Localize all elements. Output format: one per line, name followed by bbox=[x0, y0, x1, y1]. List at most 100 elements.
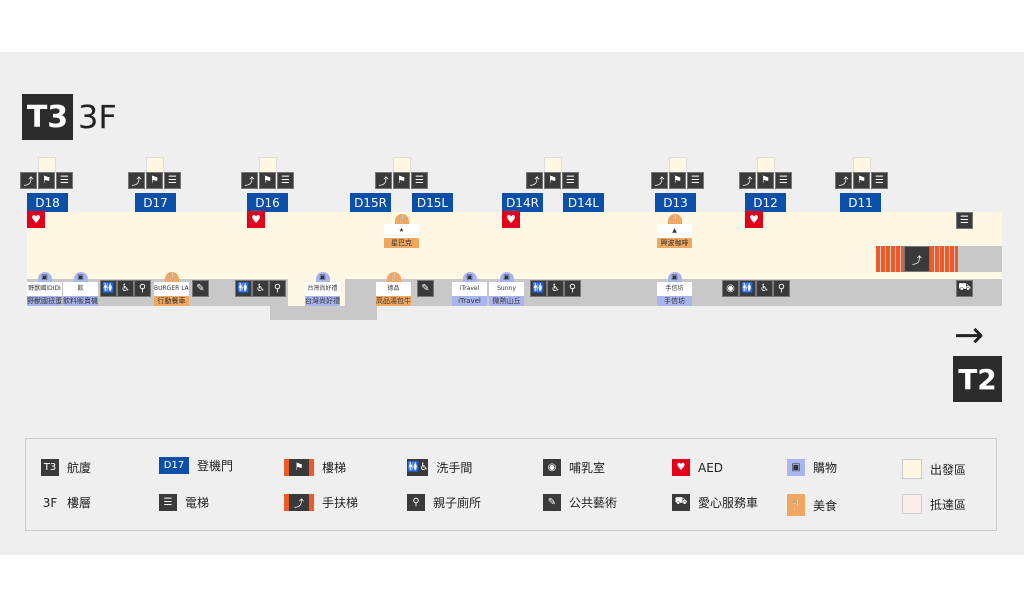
gate-d17[interactable]: D17 bbox=[135, 193, 176, 212]
family-restroom-icon[interactable]: ⚲ bbox=[134, 280, 151, 297]
stair-shaft bbox=[146, 157, 164, 173]
restroom-icon[interactable]: 🚻 bbox=[100, 280, 117, 297]
elevator-icon: ☰ bbox=[56, 172, 73, 189]
legend-item-restroom: 🚻♿洗手間 bbox=[407, 459, 472, 476]
stair-shaft bbox=[259, 157, 277, 173]
shop-logo: ▲ bbox=[657, 224, 692, 238]
shop-name: 手信坊 bbox=[657, 296, 692, 306]
restaurant-0[interactable]: 🍴★星巴克 bbox=[384, 214, 419, 248]
shop-5[interactable]: ▣手信坊手信坊 bbox=[657, 272, 692, 306]
family-restroom-icon: ⚲ bbox=[407, 494, 425, 511]
shop-logo: 飲 bbox=[63, 282, 98, 296]
restaurant-1[interactable]: 🍴▲興波咖啡 bbox=[657, 214, 692, 248]
shop-logo: 德品 bbox=[376, 282, 411, 296]
legend-label: 樓層 bbox=[67, 496, 92, 510]
shop-name: 星巴克 bbox=[384, 238, 419, 248]
legend-item-family-restroom: ⚲親子廁所 bbox=[407, 494, 481, 511]
legend-label: 公共藝術 bbox=[569, 496, 618, 510]
elevator-icon: ☰ bbox=[775, 172, 792, 189]
legend-label: 樓梯 bbox=[322, 461, 347, 475]
family-restroom-icon[interactable]: ⚲ bbox=[773, 280, 790, 297]
stairs-icon: ⚑ bbox=[38, 172, 55, 189]
gate-d18[interactable]: D18 bbox=[27, 193, 68, 212]
shop-2[interactable]: ▣台灣尚好禮台灣尚好禮 bbox=[305, 272, 340, 306]
nursing-room-icon[interactable]: ◉ bbox=[722, 280, 739, 297]
elevator-icon: ☰ bbox=[277, 172, 294, 189]
shop-name: 高品湯包牛肉麵 bbox=[376, 296, 411, 306]
accessible-restroom-icon[interactable]: ♿ bbox=[117, 280, 134, 297]
shop-name: iTravel bbox=[452, 296, 487, 306]
legend-item-service-car: ⛟愛心服務車 bbox=[672, 494, 758, 511]
stairs-icon: ⚑ bbox=[669, 172, 686, 189]
t3-icon: T3 bbox=[41, 459, 59, 476]
gate-d15r[interactable]: D15R bbox=[350, 193, 391, 212]
legend-label: 愛心服務車 bbox=[698, 496, 759, 510]
public-art-icon[interactable]: ✎ bbox=[417, 280, 434, 297]
gate-d13[interactable]: D13 bbox=[655, 193, 696, 212]
gate-d12[interactable]: D12 bbox=[745, 193, 786, 212]
elevator-icon: ☰ bbox=[159, 494, 177, 511]
aed-icon[interactable]: ♥ bbox=[745, 211, 763, 228]
escalator-icon: ⤴ bbox=[128, 172, 145, 189]
nursing-icon: ◉ bbox=[543, 459, 561, 476]
legend-label: 登機門 bbox=[197, 459, 234, 473]
shop-1[interactable]: ▣飲飲料販賣機 bbox=[63, 272, 98, 306]
legend-label: 抵達區 bbox=[930, 497, 967, 512]
stairs-icon: ⚑ bbox=[853, 172, 870, 189]
escalator-icon: ⤴ bbox=[375, 172, 392, 189]
family-restroom-icon[interactable]: ⚲ bbox=[564, 280, 581, 297]
legend-item-departure: 出發區 bbox=[902, 459, 966, 479]
public-art-icon[interactable]: ✎ bbox=[192, 280, 209, 297]
legend-item-arrival: 抵達區 bbox=[902, 494, 966, 514]
accessible-restroom-icon[interactable]: ♿ bbox=[252, 280, 269, 297]
legend-item-shopping: ▣購物 bbox=[787, 459, 837, 476]
stair-shaft bbox=[669, 157, 687, 173]
stair-shaft bbox=[393, 157, 411, 173]
elevator-icon: ☰ bbox=[687, 172, 704, 189]
shop-logo: Sunny bbox=[489, 282, 524, 296]
gate-d15l[interactable]: D15L bbox=[412, 193, 453, 212]
gate-d14l[interactable]: D14L bbox=[563, 193, 604, 212]
escalator-icon: ⤴ bbox=[241, 172, 258, 189]
terminal-badge: T3 bbox=[22, 94, 73, 140]
restaurant-2[interactable]: 🍴BURGER LAND行動餐車 bbox=[154, 272, 189, 306]
restaurant-3[interactable]: 🍴德品高品湯包牛肉麵 bbox=[376, 272, 411, 306]
aed-icon[interactable]: ♥ bbox=[502, 211, 520, 228]
aed-icon: ♥ bbox=[672, 459, 690, 476]
shop-logo: 手信坊 bbox=[657, 282, 692, 296]
gate-d11[interactable]: D11 bbox=[840, 193, 881, 212]
restroom-icon[interactable]: 🚻 bbox=[530, 280, 547, 297]
stairs-icon: ⚑ bbox=[393, 172, 410, 189]
gate-d16[interactable]: D16 bbox=[247, 193, 288, 212]
legend-item-stairs: ⚑樓梯 bbox=[284, 459, 346, 476]
shop-logo: ★ bbox=[384, 224, 419, 238]
legend-item-escalator: ⤴手扶梯 bbox=[284, 494, 358, 511]
shop-name: 行動餐車 bbox=[154, 296, 189, 306]
stair-shaft bbox=[38, 157, 56, 173]
departure-icon bbox=[902, 459, 922, 479]
legend-label: 航廈 bbox=[67, 461, 92, 475]
escalator-icon: ⤴ bbox=[739, 172, 756, 189]
aed-icon[interactable]: ♥ bbox=[27, 211, 45, 228]
legend-item-food: 🍴美食 bbox=[787, 494, 837, 516]
legend-label: 哺乳室 bbox=[569, 461, 606, 475]
stairs-marking bbox=[876, 246, 904, 272]
aed-icon[interactable]: ♥ bbox=[247, 211, 265, 228]
restroom-icon[interactable]: 🚻 bbox=[739, 280, 756, 297]
shop-0[interactable]: ▣野獸國IDIDI野獸國扭蛋機 bbox=[27, 272, 62, 306]
elevator-icon: ☰ bbox=[871, 172, 888, 189]
accessible-restroom-icon[interactable]: ♿ bbox=[756, 280, 773, 297]
stair-shaft bbox=[757, 157, 775, 173]
d17-icon: D17 bbox=[159, 457, 189, 474]
escalator-icon: ⤴ bbox=[651, 172, 668, 189]
restroom-icon[interactable]: 🚻 bbox=[235, 280, 252, 297]
art-icon: ✎ bbox=[543, 494, 561, 511]
gate-d14r[interactable]: D14R bbox=[502, 193, 543, 212]
elevator-icon[interactable]: ☰ bbox=[956, 212, 973, 229]
service-car-icon[interactable]: ⛟ bbox=[956, 280, 973, 297]
shop-name: 飲料販賣機 bbox=[63, 296, 98, 306]
family-restroom-icon[interactable]: ⚲ bbox=[269, 280, 286, 297]
accessible-restroom-icon[interactable]: ♿ bbox=[547, 280, 564, 297]
